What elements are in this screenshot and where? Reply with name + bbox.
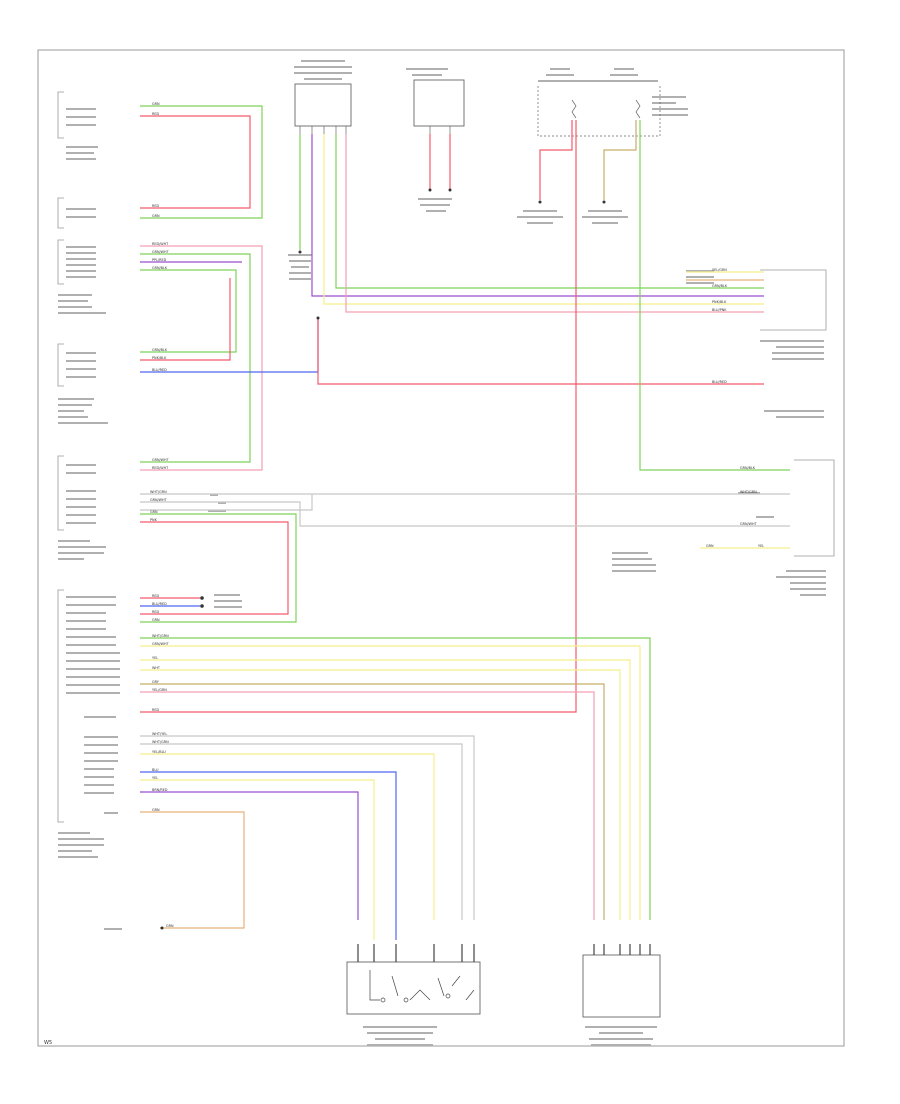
wire — [140, 253, 251, 463]
diagram-code: W5 — [44, 1040, 52, 1046]
wire — [140, 683, 605, 920]
wire-code: GRN/BLK — [712, 284, 728, 288]
wire-code: YEL — [758, 544, 764, 548]
wire-code: GRN — [152, 618, 160, 622]
wire-code: WHT — [152, 666, 161, 670]
wire-code: GRN/WHT — [740, 522, 758, 526]
bottom-switch-internals — [369, 970, 475, 1003]
wire — [140, 669, 621, 920]
brake-switch-box — [413, 79, 465, 127]
wire-code: BLU — [152, 768, 159, 772]
wire — [140, 494, 313, 511]
wire-code: WHT/GRN — [740, 490, 757, 494]
wire — [140, 811, 245, 929]
wire-code: PNK — [150, 518, 158, 522]
wire-code: BRN/RED — [152, 788, 168, 792]
wire-code: PNK/BLK — [152, 356, 167, 360]
wire — [140, 791, 359, 920]
wire-code-labels: GRN RED RED GRN RED/WHT GRN/WHT PPL/RED … — [150, 102, 764, 928]
wire — [140, 245, 263, 471]
wire-code: YEL/BLU — [152, 750, 166, 754]
wire-code: GRN — [152, 214, 160, 218]
wire-code: WHT/GRN — [152, 740, 169, 744]
wire-code: GRN/WHT — [150, 498, 168, 502]
wire-code: RED — [152, 610, 159, 614]
wire — [593, 944, 651, 955]
wire-code: GRN/BLK — [740, 466, 756, 470]
wire-code: BLU/RED — [712, 380, 727, 384]
wire-code: BLU/PNK — [712, 308, 727, 312]
diagram-frame — [37, 49, 845, 1047]
wire — [140, 278, 231, 361]
wire-code: GRN — [150, 510, 158, 514]
wire-code: RED/WHT — [152, 242, 169, 246]
wire-code: YEL/GRN — [152, 688, 167, 692]
wire — [140, 269, 237, 353]
wire — [140, 645, 641, 920]
wire — [140, 521, 289, 615]
wire — [140, 691, 595, 920]
wire-code: PPL/RED — [152, 258, 167, 262]
wire — [345, 134, 764, 313]
wire-harness — [140, 105, 790, 962]
top-connector-pins — [299, 86, 661, 137]
wire — [603, 120, 637, 200]
top-components — [294, 79, 465, 127]
wire — [539, 120, 573, 200]
wire — [140, 318, 319, 373]
wire-code: WHT/GRN — [150, 490, 167, 494]
lower-right-module-box — [582, 954, 661, 1018]
wire — [140, 659, 631, 920]
connector-dots — [160, 188, 606, 930]
wire — [140, 753, 435, 920]
wire-code: WHT/YEL — [152, 732, 167, 736]
wire — [311, 134, 764, 297]
wire — [317, 318, 764, 385]
bottom-components — [346, 954, 661, 1018]
wire — [357, 944, 475, 962]
wire — [335, 134, 764, 289]
wire — [140, 513, 297, 623]
right-component-brackets — [760, 269, 835, 557]
wire-code: RED/WHT — [152, 466, 169, 470]
wire-code: GRN/WHT — [152, 250, 170, 254]
wire-code: YEL — [152, 776, 158, 780]
wire — [140, 501, 790, 527]
wire-code: GRN — [706, 544, 714, 548]
wire — [140, 120, 577, 713]
wire-code: GRY — [152, 680, 160, 684]
steering-angle-sensor-box — [294, 83, 352, 127]
wire — [140, 735, 475, 920]
wire-code: BLU/RED — [152, 602, 167, 606]
wire — [639, 120, 790, 471]
wire — [140, 771, 397, 940]
wire — [140, 637, 651, 920]
wire-code: WHT/GRN — [152, 634, 169, 638]
wire — [140, 115, 251, 209]
wire-code: PNK/BLK — [712, 300, 727, 304]
wire-code: RED — [152, 204, 159, 208]
wire-code: GRN — [152, 102, 160, 106]
wire-code: RED — [152, 708, 159, 712]
wire-code: GRN — [166, 924, 174, 928]
wire-code: GRN/WHT — [152, 458, 170, 462]
wire-code: GRN/WHT — [152, 642, 170, 646]
illegible-labels — [58, 60, 826, 1046]
wire-code: YEL/GRN — [712, 268, 727, 272]
wire — [140, 779, 375, 940]
wire — [140, 743, 463, 920]
left-component-brackets — [57, 91, 64, 823]
lower-left-switch-box — [346, 961, 481, 1015]
wire-code: GRN/BLK — [152, 348, 168, 352]
wire-code: YEL — [152, 656, 158, 660]
wire-code: GRN/BLK — [152, 266, 168, 270]
wire — [140, 105, 263, 219]
wire-code: RED — [152, 112, 159, 116]
wire — [323, 134, 764, 305]
wire-code: GRN — [152, 808, 160, 812]
wire-code: BLU/RED — [152, 368, 167, 372]
wire-code: RED — [152, 594, 159, 598]
